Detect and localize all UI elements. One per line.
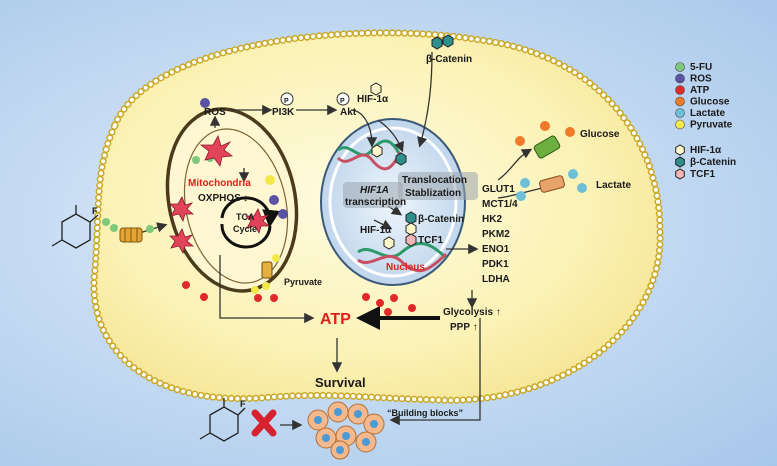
building-blocks-label: “Building blocks” [387, 408, 463, 418]
stabilization-label: Stablization [405, 188, 461, 199]
legend-label: TCF1 [690, 169, 715, 180]
gene-item: GLUT1 [482, 184, 515, 195]
transporter-5fu [119, 227, 143, 243]
phospho-markers [280, 92, 350, 106]
pyruvate-label: Pyruvate [284, 277, 322, 287]
nucleus-label: Nucleus [386, 262, 425, 273]
cell-cluster [307, 401, 385, 460]
legend-label: ATP [690, 85, 710, 96]
akt-label: Akt [340, 107, 357, 118]
hif1a-transcription-label-2: transcription [345, 197, 406, 208]
tcf1-nucleus-label: TCF1 [418, 235, 443, 246]
5fu-structure-bottom [199, 398, 246, 442]
legend-dot [675, 96, 685, 107]
lactate-label: Lactate [596, 180, 631, 191]
tca-cycle [220, 196, 281, 249]
legend-hexagon [675, 156, 685, 168]
legend-hexagon [675, 144, 685, 156]
gene-item: HK2 [482, 214, 502, 225]
legend-hexagon [675, 168, 685, 180]
pi3k-label: PI3K [272, 107, 295, 118]
legend: 5-FUROSATPGlucoseLactatePyruvateHIF-1αβ-… [675, 62, 736, 180]
transporter-glucose [533, 135, 561, 159]
hif1a-top-label: HIF-1α [357, 94, 389, 105]
gene-item: PDK1 [482, 259, 509, 270]
gene-item: MCT1/4 [482, 199, 518, 210]
legend-dot [675, 119, 685, 130]
phospho-label-2: P [340, 98, 345, 105]
tca-label-1: TCA [236, 212, 255, 222]
pathway-arrows [129, 51, 555, 431]
fluorine-label-bottom: F [240, 399, 246, 409]
ppp-label: PPP ↑ [450, 322, 478, 333]
legend-label: Glucose [690, 97, 730, 108]
beta-catenin-nucleus-label: β-Catenin [418, 214, 464, 225]
gene-item: LDHA [482, 274, 510, 285]
legend-dot [675, 108, 685, 118]
phospho-label-1: P [284, 98, 289, 105]
ros-bursts [169, 134, 271, 255]
molecule-dots [102, 98, 587, 316]
legend-dot [675, 85, 685, 95]
survival-label: Survival [315, 375, 366, 390]
legend-dot [675, 73, 685, 84]
cross-mark-icon [251, 409, 277, 437]
5fu-structure-left [51, 205, 99, 249]
hif1a-transcription-box [343, 182, 403, 208]
transporter-pyruvate [261, 261, 273, 279]
translocation-box [398, 172, 478, 200]
hif1a-nucleus-label: HIF-1α [360, 225, 392, 236]
legend-label: ROS [690, 74, 712, 85]
beta-catenin-top-label: β-Catenin [426, 54, 472, 65]
dna-helix-lower [357, 242, 448, 273]
transporter-lactate [539, 175, 565, 193]
legend-label: Pyruvate [690, 120, 733, 131]
ros-label: ROS [204, 107, 226, 118]
hif1a-transcription-label-1: HIF1A [360, 185, 389, 196]
mitochondria-label: Mitochondria [188, 178, 251, 189]
gene-list: GLUT1 MCT1/4 HK2 PKM2 ENO1 PDK1 LDHA [482, 184, 518, 285]
hexagon-molecules [370, 34, 454, 250]
oxphos-label: OXPHOS [198, 193, 241, 204]
legend-label: 5-FU [690, 62, 712, 73]
fluorine-label-left: F [92, 206, 98, 216]
gene-item: PKM2 [482, 229, 510, 240]
legend-label: β-Catenin [690, 157, 736, 168]
oxphos-down-arrow: ↓ [243, 193, 248, 204]
glucose-label: Glucose [580, 129, 620, 140]
legend-dot [675, 62, 685, 72]
gene-item: ENO1 [482, 244, 510, 255]
legend-label: Lactate [690, 108, 725, 119]
tca-label-2: Cycle [233, 224, 257, 234]
atp-label: ATP [320, 311, 351, 328]
translocation-label: Translocation [402, 175, 467, 186]
glycolysis-label: Glycolysis ↑ [443, 307, 501, 318]
legend-label: HIF-1α [690, 145, 722, 156]
